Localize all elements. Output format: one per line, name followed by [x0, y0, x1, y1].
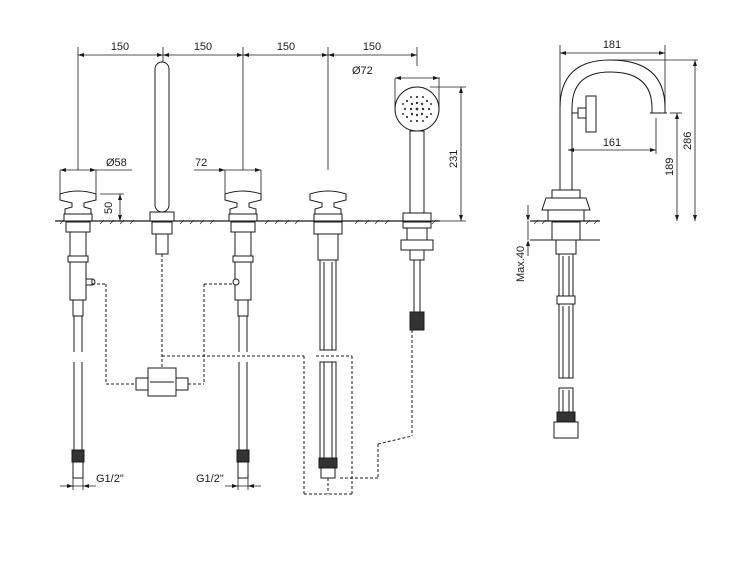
hand-shower: Ø72 231 — [352, 65, 466, 331]
dim-side-width: 181 — [603, 39, 621, 51]
dim-handle-dia: Ø58 — [106, 157, 127, 169]
dim-handle-width: 72 — [195, 157, 207, 169]
dim-shower-height: 231 — [448, 150, 460, 168]
diverter-tee — [92, 283, 304, 397]
side-view: 181 161 189 286 — [515, 39, 698, 439]
center-handle-valve: 72 G1/2" — [194, 157, 262, 490]
dim-shower-dia: Ø72 — [352, 65, 373, 77]
front-view: 150 150 150 150 — [55, 41, 466, 495]
dim-spacing-4: 150 — [363, 41, 381, 53]
dim-spacing-3: 150 — [277, 41, 295, 53]
dim-side-reach: 161 — [603, 137, 621, 149]
diverter-handle-valve — [303, 190, 413, 495]
dim-thread-left: G1/2" — [96, 473, 124, 485]
spout-front — [149, 61, 175, 368]
dim-side-max-deck: Max.40 — [515, 246, 527, 282]
left-handle-valve: Ø58 50 G1/2" — [59, 157, 132, 490]
dim-spacing-2: 150 — [194, 41, 212, 53]
dim-spacing-1: 150 — [111, 41, 129, 53]
dim-side-total-height: 286 — [682, 132, 694, 150]
top-dimension-chain: 150 150 150 150 — [77, 41, 418, 170]
dim-handle-height: 50 — [103, 202, 115, 214]
dim-side-spout-height: 189 — [664, 158, 676, 176]
dim-thread-right: G1/2" — [196, 473, 224, 485]
